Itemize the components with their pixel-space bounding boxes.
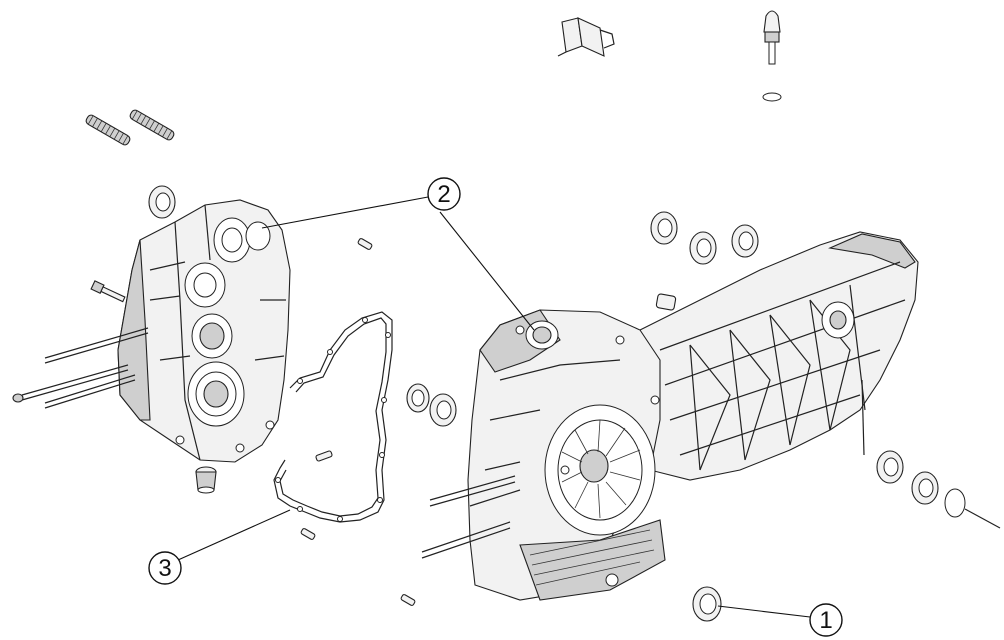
bolt-left — [90, 280, 126, 303]
callout-label-3: 3 — [158, 555, 171, 582]
gasket — [273, 311, 393, 523]
bearings-right — [861, 379, 1001, 529]
drain-plug-part — [195, 466, 217, 494]
bearing-left-top — [148, 185, 176, 219]
callout-3: 3 — [148, 509, 291, 585]
oil-seals-middle — [406, 383, 457, 427]
callout-label-2: 2 — [437, 181, 450, 208]
studs-left — [12, 327, 149, 409]
oil-seal-1 — [692, 586, 722, 622]
bolt-cap-part — [762, 10, 782, 102]
bearings-top-right — [650, 211, 759, 265]
right-crankcase-half — [467, 231, 919, 601]
callout-1: 1 — [717, 603, 843, 637]
studs-right — [421, 475, 521, 559]
dowel-pins — [300, 238, 677, 606]
bracket-part — [557, 17, 615, 57]
callout-2: 2 — [261, 177, 535, 331]
left-crankcase-half — [117, 199, 291, 463]
stud-bolts-top — [85, 109, 175, 146]
callout-label-1: 1 — [819, 607, 832, 634]
